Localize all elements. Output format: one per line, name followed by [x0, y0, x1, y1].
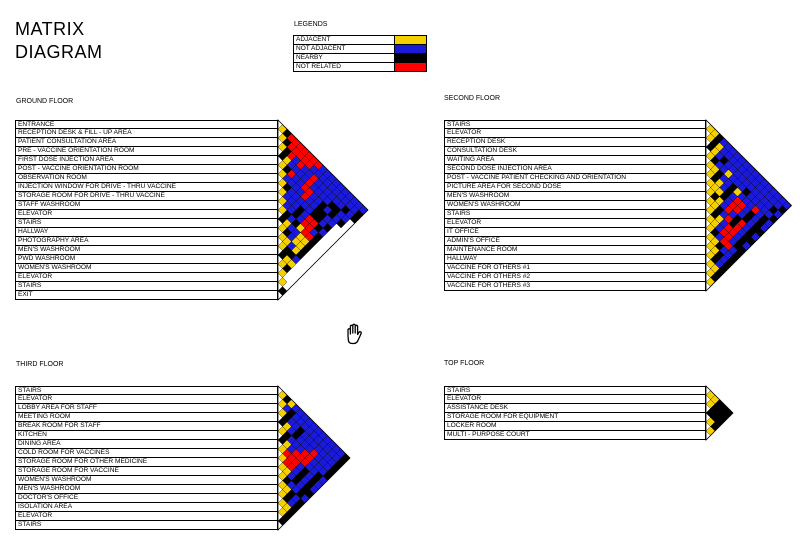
room-row: KITCHEN	[15, 431, 278, 440]
room-row: MEETING ROOM	[15, 413, 278, 422]
legend-title: LEGENDS	[294, 21, 328, 28]
third-floor-label: THIRD FLOOR	[16, 361, 64, 368]
room-row: ELEVATOR	[15, 395, 278, 404]
room-row: EXIT	[15, 291, 278, 300]
room-row: BREAK ROOM FOR STAFF	[15, 422, 278, 431]
room-row: LOBBY AREA FOR STAFF	[15, 404, 278, 413]
room-row: INJECTION WINDOW FOR DRIVE - THRU VACCIN…	[15, 183, 278, 192]
room-row: LOCKER ROOM	[444, 422, 706, 431]
room-row: MEN'S WASHROOM	[15, 246, 278, 255]
room-row: STAIRS	[444, 120, 706, 129]
room-row: STAFF WASHROOM	[15, 201, 278, 210]
room-row: STORAGE ROOM FOR OTHER MEDICINE	[15, 458, 278, 467]
room-row: STAIRS	[15, 386, 278, 395]
title-line-2: DIAGRAM	[15, 42, 103, 62]
room-row: SECOND DOSE INJECTION AREA	[444, 165, 706, 174]
room-row: ELEVATOR	[15, 512, 278, 521]
room-row: ELEVATOR	[444, 395, 706, 404]
room-row: ENTRANCE	[15, 120, 278, 129]
room-row: IT OFFICE	[444, 228, 706, 237]
matrix-outline	[705, 385, 734, 441]
room-row: ADMIN'S OFFICE	[444, 237, 706, 246]
matrix-outline	[277, 385, 351, 531]
room-row: RECEPTION DESK & FILL - UP AREA	[15, 129, 278, 138]
room-row: OBSERVATION ROOM	[15, 174, 278, 183]
room-row: DINING AREA	[15, 440, 278, 449]
top-floor-label: TOP FLOOR	[444, 360, 485, 367]
room-row: STAIRS	[15, 282, 278, 291]
room-row: PATIENT CONSULTATION AREA	[15, 138, 278, 147]
room-row: DOCTOR'S OFFICE	[15, 494, 278, 503]
room-row: STORAGE ROOM FOR EQUIPMENT	[444, 413, 706, 422]
ground-floor-label: GROUND FLOOR	[16, 98, 74, 105]
room-row: VACCINE FOR OTHERS #2	[444, 273, 706, 282]
room-row: WAITING AREA	[444, 156, 706, 165]
title-line-1: MATRIX	[15, 19, 85, 39]
room-row: STAIRS	[15, 219, 278, 228]
room-row: ASSISTANCE DESK	[444, 404, 706, 413]
legend-swatch-not-related	[394, 62, 427, 72]
room-row: ELEVATOR	[444, 129, 706, 138]
room-row: STAIRS	[444, 210, 706, 219]
room-row: STORAGE ROOM FOR DRIVE - THRU VACCINE	[15, 192, 278, 201]
room-row: VACCINE FOR OTHERS #3	[444, 282, 706, 291]
room-row: ELEVATOR	[15, 210, 278, 219]
room-row: ISOLATION AREA	[15, 503, 278, 512]
room-row: POST - VACCINE ORIENTATION ROOM	[15, 165, 278, 174]
legend-table: ADJACENT NOT ADJACENT NEARBY NOT RELATED	[293, 35, 427, 72]
room-row: STAIRS	[444, 386, 706, 395]
room-row: STORAGE ROOM FOR VACCINE	[15, 467, 278, 476]
room-row: COLD ROOM FOR VACCINES	[15, 449, 278, 458]
room-row: MAINTENANCE ROOM	[444, 246, 706, 255]
room-row: FIRST DOSE INJECTION AREA	[15, 156, 278, 165]
room-row: PRE - VACCINE ORIENTATION ROOM	[15, 147, 278, 156]
matrix-outline	[705, 119, 793, 292]
room-row: MULTI - PURPOSE COURT	[444, 431, 706, 440]
room-row: WOMEN'S WASHROOM	[444, 201, 706, 210]
matrix-outline	[277, 119, 369, 301]
second-floor-label: SECOND FLOOR	[444, 95, 501, 102]
hand-cursor-icon[interactable]	[342, 322, 366, 346]
room-row: VACCINE FOR OTHERS #1	[444, 264, 706, 273]
room-row: PWD WASHROOM	[15, 255, 278, 264]
legend-row: NOT RELATED	[293, 62, 427, 72]
room-row: PHOTOGRAPHY AREA	[15, 237, 278, 246]
room-row: HALLWAY	[15, 228, 278, 237]
room-row: POST - VACCINE PATIENT CHECKING AND ORIE…	[444, 174, 706, 183]
room-row: WOMEN'S WASHROOM	[15, 264, 278, 273]
room-row: ELEVATOR	[15, 273, 278, 282]
room-row: RECEPTION DESK	[444, 138, 706, 147]
room-row: WOMEN'S WASHROOM	[15, 476, 278, 485]
room-row: ELEVATOR	[444, 219, 706, 228]
room-row: HALLWAY	[444, 255, 706, 264]
matrix-cell	[336, 218, 346, 229]
page-title: MATRIX DIAGRAM	[15, 18, 103, 64]
room-row: MEN'S WASHROOM	[15, 485, 278, 494]
room-row: MEN'S WASHROOM	[444, 192, 706, 201]
room-row: CONSULTATION DESK	[444, 147, 706, 156]
room-row: PICTURE AREA FOR SECOND DOSE	[444, 183, 706, 192]
room-row: STAIRS	[15, 521, 278, 530]
